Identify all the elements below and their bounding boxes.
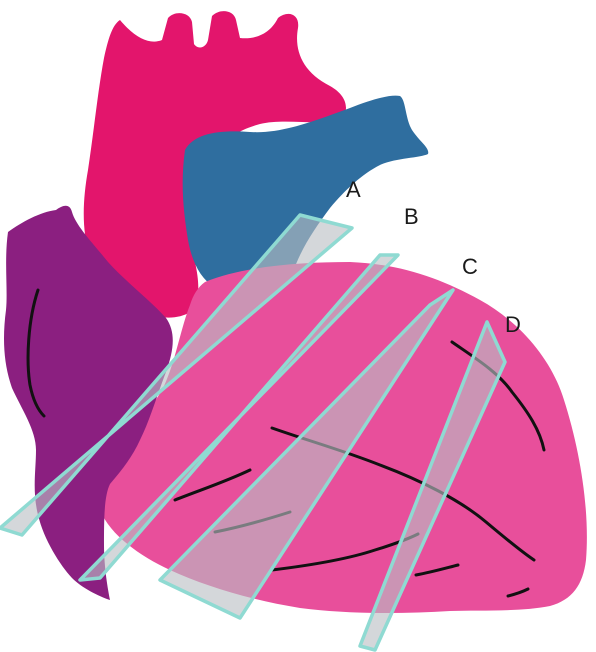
plane-label-c: C (462, 254, 478, 279)
plane-label-a: A (346, 177, 361, 202)
plane-label-b: B (404, 204, 419, 229)
plane-label-d: D (505, 312, 521, 337)
